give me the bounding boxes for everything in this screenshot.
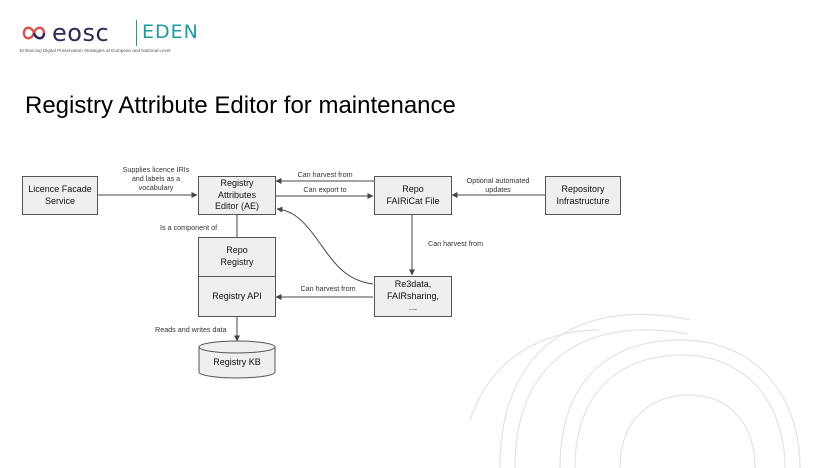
node-registry-kb-label: Registry KB bbox=[213, 357, 261, 368]
node-repo-registry: Repo Registry bbox=[198, 237, 276, 277]
edge-label-component: Is a component of bbox=[160, 223, 218, 232]
edge-label-harvest-mid: Can harvest from bbox=[300, 284, 356, 293]
edge-curve bbox=[276, 206, 374, 285]
logo-divider bbox=[136, 20, 137, 46]
node-licence-facade: Licence Facade Service bbox=[22, 176, 98, 215]
node-re3data-fairsharing: Re3data, FAIRsharing, … bbox=[374, 276, 452, 317]
logo-tagline: Enhancing Digital Preservation Strategie… bbox=[20, 48, 171, 53]
logo-eosc-text: eosc bbox=[52, 19, 110, 47]
node-repository-infrastructure: Repository Infrastructure bbox=[545, 176, 621, 215]
node-registry-attributes-editor: Registry Attributes Editor (AE) bbox=[198, 176, 276, 215]
node-repo-fairicat-file: Repo FAIRiCat File bbox=[374, 176, 452, 215]
edge-label-harvest-top: Can harvest from bbox=[297, 170, 353, 179]
edge-label-optional: Optional automated updates bbox=[466, 176, 530, 194]
edge-label-harvest-right: Can harvest from bbox=[428, 239, 484, 248]
node-registry-kb bbox=[198, 340, 276, 379]
page-title: Registry Attribute Editor for maintenanc… bbox=[25, 92, 456, 119]
edge-label-reads-writes: Reads and writes data bbox=[155, 325, 227, 334]
node-registry-api: Registry API bbox=[198, 276, 276, 317]
edge-label-export-to: Can export to bbox=[303, 185, 347, 194]
eosc-infinity-icon bbox=[22, 26, 46, 40]
eosc-eden-logo: eosc EDEN Enhancing Digital Preservation… bbox=[18, 16, 218, 56]
edge-label-supplies: Supplies licence IRIs and labels as a vo… bbox=[122, 165, 190, 192]
logo-eden-text: EDEN bbox=[142, 21, 199, 43]
